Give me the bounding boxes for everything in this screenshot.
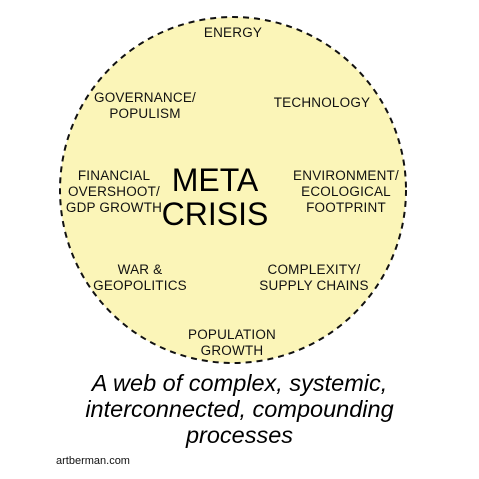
label-complexity: COMPLEXITY/ SUPPLY CHAINS xyxy=(250,262,378,294)
label-environment-line2: ECOLOGICAL xyxy=(301,184,391,199)
caption-line1: A web of complex, systemic, xyxy=(91,370,388,396)
label-population-line2: GROWTH xyxy=(200,343,264,358)
label-population: POPULATION GROWTH xyxy=(172,327,292,359)
caption-line2: interconnected, compounding xyxy=(85,396,394,422)
label-energy-line1: ENERGY xyxy=(203,25,263,40)
label-governance: GOVERNANCE/ POPULISM xyxy=(80,90,210,122)
label-environment: ENVIRONMENT/ ECOLOGICAL FOOTPRINT xyxy=(284,168,408,216)
center-title-line2: CRISIS xyxy=(161,196,269,232)
label-war-line1: WAR & xyxy=(117,262,163,277)
label-population-line1: POPULATION xyxy=(187,327,277,342)
source-credit: artberman.com xyxy=(56,455,130,467)
label-financial-line1: FINANCIAL xyxy=(77,168,151,183)
label-governance-line2: POPULISM xyxy=(109,106,181,121)
label-war-line2: GEOPOLITICS xyxy=(93,278,187,293)
label-technology-line1: TECHNOLOGY xyxy=(273,95,371,110)
diagram-caption: A web of complex, systemic, interconnect… xyxy=(0,370,479,448)
label-financial-line3: GDP GROWTH xyxy=(65,200,163,215)
label-governance-line1: GOVERNANCE/ xyxy=(94,90,196,105)
label-energy: ENERGY xyxy=(183,25,283,41)
label-technology: TECHNOLOGY xyxy=(260,95,384,111)
label-environment-line3: FOOTPRINT xyxy=(306,200,386,215)
label-financial: FINANCIAL OVERSHOOT/ GDP GROWTH xyxy=(52,168,176,216)
label-financial-line2: OVERSHOOT/ xyxy=(67,184,160,199)
center-title-meta-crisis: META CRISIS xyxy=(160,163,270,231)
label-war: WAR & GEOPOLITICS xyxy=(85,262,195,294)
center-title-line1: META xyxy=(171,162,259,198)
label-complexity-line1: COMPLEXITY/ xyxy=(267,262,361,277)
caption-line3: processes xyxy=(185,422,294,448)
dashed-circle-boundary xyxy=(59,16,407,364)
label-complexity-line2: SUPPLY CHAINS xyxy=(259,278,369,293)
label-environment-line1: ENVIRONMENT/ xyxy=(293,168,399,183)
